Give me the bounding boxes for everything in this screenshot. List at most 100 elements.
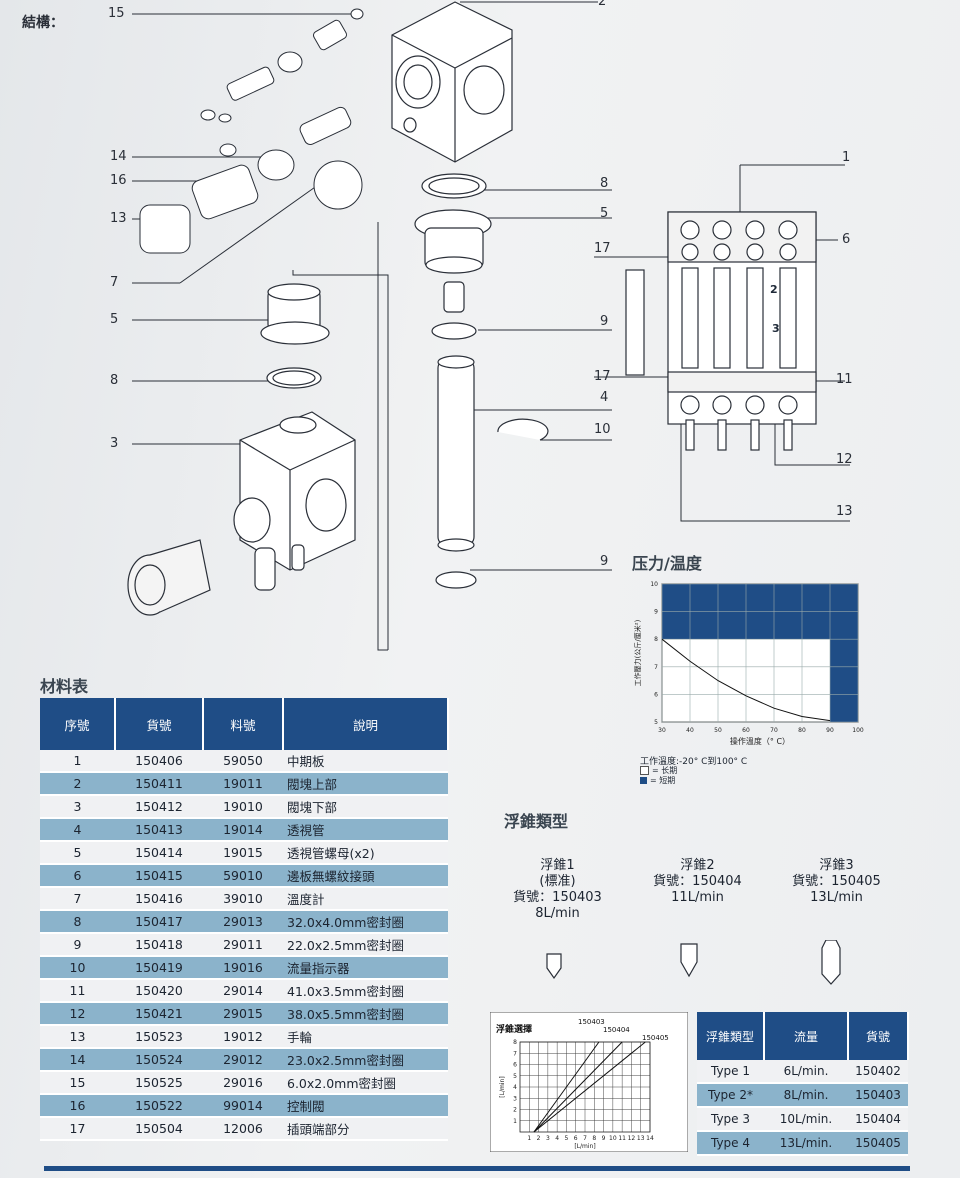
x-tick-label: 14 bbox=[646, 1135, 654, 1142]
x-tick-label: 1 bbox=[527, 1135, 531, 1142]
col-header-no: 序號 bbox=[40, 698, 116, 750]
float-1-flow: 8L/min bbox=[535, 906, 580, 921]
long-term-curve bbox=[661, 638, 831, 722]
x-tick-label: 8 bbox=[592, 1135, 596, 1142]
cell-item-code: 150525 bbox=[115, 1071, 203, 1095]
series-label-150405: 150405 bbox=[642, 1034, 669, 1042]
y-tick-label: 6 bbox=[654, 691, 658, 698]
float-3-flow: 13L/min bbox=[810, 890, 863, 905]
cell-no: 4 bbox=[40, 818, 115, 842]
float-type-3: 浮錐3 貨號：150405 13L/min bbox=[784, 858, 889, 906]
cell-material-code: 19011 bbox=[203, 772, 283, 796]
cell-material-code: 29011 bbox=[203, 933, 283, 957]
x-tick-label: 12 bbox=[628, 1135, 636, 1142]
cell-material-code: 19016 bbox=[203, 956, 283, 980]
structure-heading: 結構： bbox=[22, 15, 64, 31]
float-types-heading: 浮錐類型 bbox=[504, 812, 569, 831]
x-tick-label: 100 bbox=[852, 727, 864, 734]
ft-cell-type: Type 2* bbox=[697, 1083, 764, 1108]
pressure-temp-note: 工作溫度:-20° C到100° C bbox=[640, 757, 748, 767]
ft-cell-flow: 13L/min. bbox=[764, 1131, 848, 1156]
col-header-item-code: 貨號 bbox=[115, 698, 204, 750]
series-line-150403 bbox=[533, 1041, 600, 1133]
y-tick-label: 10 bbox=[650, 581, 658, 588]
legend-swatch-short bbox=[640, 777, 647, 784]
footer-rule bbox=[44, 1166, 910, 1171]
cell-no: 14 bbox=[40, 1048, 115, 1072]
part-label-16: 16 bbox=[110, 173, 127, 188]
ft-cell-flow: 10L/min. bbox=[764, 1107, 848, 1132]
cell-item-code: 150418 bbox=[115, 933, 203, 957]
cell-no: 1 bbox=[40, 750, 115, 773]
cell-material-code: 19014 bbox=[203, 818, 283, 842]
part-label-5: 5 bbox=[110, 312, 119, 327]
cell-description: 32.0x4.0mm密封圈 bbox=[283, 910, 448, 934]
y-tick-label: 2 bbox=[513, 1107, 517, 1114]
cell-no: 2 bbox=[40, 772, 115, 796]
float-1-name: 浮錐1 bbox=[540, 858, 575, 873]
x-tick-label: 5 bbox=[565, 1135, 569, 1142]
cell-no: 5 bbox=[40, 841, 115, 865]
plot-area bbox=[519, 1041, 651, 1133]
y-tick-label: 5 bbox=[654, 719, 658, 726]
y-tick-label: 4 bbox=[513, 1084, 517, 1091]
x-tick-label: 80 bbox=[798, 727, 806, 734]
cell-description: 透視管螺母(x2) bbox=[283, 841, 448, 865]
cell-no: 9 bbox=[40, 933, 115, 957]
x-tick-label: 40 bbox=[686, 727, 694, 734]
flow-step-3: 3 bbox=[772, 322, 780, 335]
float-2-name: 浮錐2 bbox=[680, 858, 715, 873]
part-label-13: 13 bbox=[110, 211, 127, 226]
cell-no: 13 bbox=[40, 1025, 115, 1049]
ft-cell-code: 150405 bbox=[848, 1131, 908, 1156]
ft-cell-flow: 6L/min. bbox=[764, 1060, 848, 1084]
y-axis-label: 工作壓力(公斤/厘米²) bbox=[633, 619, 642, 686]
cell-no: 8 bbox=[40, 910, 115, 934]
cell-description: 41.0x3.5mm密封圈 bbox=[283, 979, 448, 1003]
float-type-2: 浮錐2 貨號：150404 11L/min bbox=[645, 858, 750, 906]
float-type-1: 浮錐1 (標准) 貨號：150403 8L/min bbox=[505, 858, 610, 922]
ft-cell-type: Type 3 bbox=[697, 1107, 764, 1132]
ft-cell-type: Type 1 bbox=[697, 1060, 764, 1084]
legend-short-term: = 短期 bbox=[640, 775, 675, 786]
cell-item-code: 150412 bbox=[115, 795, 203, 819]
cell-no: 12 bbox=[40, 1002, 115, 1026]
part-label-15: 15 bbox=[108, 6, 125, 21]
legend-short-label: = 短期 bbox=[650, 776, 676, 785]
x-tick-label: 60 bbox=[742, 727, 750, 734]
cell-description: 流量指示器 bbox=[283, 956, 448, 980]
x-tick-label: 6 bbox=[574, 1135, 578, 1142]
float-3-code: 貨號：150405 bbox=[792, 874, 881, 889]
cell-no: 10 bbox=[40, 956, 115, 980]
x-tick-label: 4 bbox=[555, 1135, 559, 1142]
cell-item-code: 150415 bbox=[115, 864, 203, 888]
float-cone-2-icon bbox=[680, 943, 698, 978]
part-label-9: 9 bbox=[600, 314, 609, 329]
x-tick-label: 2 bbox=[537, 1135, 541, 1142]
cell-item-code: 150414 bbox=[115, 841, 203, 865]
ft-cell-type: Type 4 bbox=[697, 1131, 764, 1156]
x-tick-label: 9 bbox=[602, 1135, 606, 1142]
cell-description: 溫度計 bbox=[283, 887, 448, 911]
chart-title: 浮錐選擇 bbox=[496, 1023, 532, 1035]
cell-description: 控制閥 bbox=[283, 1094, 448, 1118]
ft-cell-code: 150402 bbox=[848, 1060, 908, 1084]
cell-item-code: 150416 bbox=[115, 887, 203, 911]
ft-cell-code: 150403 bbox=[848, 1083, 908, 1108]
part-label-8: 8 bbox=[110, 373, 119, 388]
cell-material-code: 19012 bbox=[203, 1025, 283, 1049]
